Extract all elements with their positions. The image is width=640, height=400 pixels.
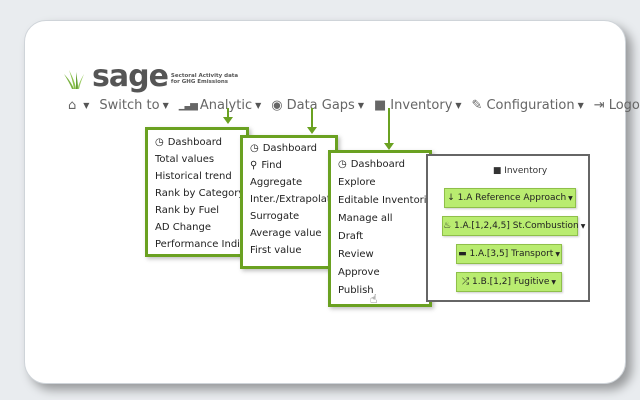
chevron-down-icon: ▼: [580, 223, 586, 230]
dashboard-icon: ◷: [155, 137, 164, 148]
datagaps-menu-inter-extrapolate[interactable]: Inter./Extrapolate: [250, 194, 337, 205]
nav-analytic[interactable]: ▁▃▅ Analytic ▼: [178, 98, 262, 113]
wrench-icon: ✎: [471, 98, 483, 113]
chevron-down-icon: ▼: [555, 251, 560, 258]
inventory-menu-draft[interactable]: Draft: [338, 231, 364, 242]
inventory-menu-manage-all[interactable]: Manage all: [338, 213, 393, 224]
datagaps-menu-surrogate[interactable]: Surrogate: [250, 211, 300, 222]
nav-logout[interactable]: ⇥ Logout: [593, 98, 640, 113]
eye-icon: ◉: [271, 98, 283, 113]
search-icon: ⚲: [250, 160, 258, 171]
logout-icon: ⇥: [593, 98, 605, 113]
chevron-down-icon: ▼: [255, 101, 262, 110]
inventory-dropdown: ◷Dashboard Explore Editable Inventories …: [328, 150, 438, 307]
main-navbar: ⌂ ▼ Switch to ▼ ▁▃▅ Analytic ▼ ◉ Data Ga…: [68, 98, 640, 113]
nav-switch-to[interactable]: Switch to ▼: [99, 98, 169, 113]
briefcase-icon: ■: [492, 166, 505, 176]
arrow-analytic-icon: [223, 108, 233, 124]
arrow-data-gaps-icon: [307, 108, 317, 134]
datagaps-menu-dashboard[interactable]: ◷Dashboard: [250, 143, 317, 154]
analytic-dropdown: ◷Dashboard Total values Historical trend…: [145, 127, 266, 257]
inventory-menu-explore[interactable]: Explore: [338, 177, 376, 188]
reference-approach-button[interactable]: ↓ 1.A Reference Approach▼: [444, 188, 576, 208]
datagaps-menu-aggregate[interactable]: Aggregate: [250, 177, 303, 188]
nav-home[interactable]: ⌂ ▼: [68, 98, 89, 113]
datagaps-menu-find[interactable]: ⚲Find: [250, 160, 282, 171]
home-icon: ⌂: [68, 98, 77, 113]
chevron-down-icon: ▼: [455, 101, 462, 110]
logo-wordmark: sage: [92, 59, 169, 94]
arrow-inventory-icon: [384, 108, 394, 150]
briefcase-icon: ■: [374, 98, 387, 113]
arrow-down-icon: ↓: [447, 193, 458, 203]
analytic-menu-historical-trend[interactable]: Historical trend: [155, 171, 232, 182]
data-gaps-dropdown: ◷Dashboard ⚲Find Aggregate Inter./Extrap…: [240, 135, 338, 269]
flame-icon: ♨: [443, 221, 454, 231]
bus-icon: ▬: [458, 249, 470, 259]
leaf-logo-icon: [64, 70, 84, 89]
analytic-menu-ad-change[interactable]: AD Change: [155, 222, 212, 233]
analytic-menu-performance-indicator[interactable]: Performance Indicator: [155, 239, 266, 250]
shuffle-icon: ⤮: [461, 277, 473, 287]
inventory-menu-editable-inventories[interactable]: Editable Inventories: [338, 195, 438, 206]
analytic-menu-total-values[interactable]: Total values: [155, 154, 215, 165]
nav-data-gaps[interactable]: ◉ Data Gaps ▼: [271, 98, 364, 113]
analytic-menu-rank-by-category[interactable]: Rank by Category: [155, 188, 245, 199]
inventory-panel-title: ■ Inventory: [492, 166, 548, 176]
inventory-menu-publish[interactable]: Publish: [338, 285, 374, 296]
chevron-down-icon: ▼: [357, 101, 364, 110]
chevron-down-icon: ▼: [577, 101, 584, 110]
nav-configuration[interactable]: ✎ Configuration ▼: [471, 98, 584, 113]
datagaps-menu-average-value[interactable]: Average value: [250, 228, 322, 239]
hand-cursor-icon: ☝: [370, 292, 378, 306]
chevron-down-icon: ▼: [162, 101, 169, 110]
inventory-menu-approve[interactable]: Approve: [338, 267, 380, 278]
chevron-down-icon: ▼: [83, 101, 90, 110]
inventory-panel: ■ Inventory ↓ 1.A Reference Approach▼ ♨ …: [426, 154, 590, 302]
chevron-down-icon: ▼: [568, 195, 573, 202]
sage-logo: sage Sectoral Activity data for GHG Emis…: [62, 59, 239, 94]
dashboard-icon: ◷: [338, 159, 347, 170]
fugitive-button[interactable]: ⤮ 1.B.[1,2] Fugitive▼: [456, 272, 562, 292]
dashboard-icon: ◷: [250, 143, 259, 154]
inventory-menu-dashboard[interactable]: ◷Dashboard: [338, 159, 405, 170]
analytic-menu-rank-by-fuel[interactable]: Rank by Fuel: [155, 205, 220, 216]
bar-chart-icon: ▁▃▅: [178, 100, 198, 111]
st-combustion-button[interactable]: ♨ 1.A.[1,2,4,5] St.Combustion▼: [442, 216, 585, 236]
chevron-down-icon: ▼: [551, 279, 556, 286]
transport-button[interactable]: ▬ 1.A.[3,5] Transport▼: [456, 244, 562, 264]
nav-inventory[interactable]: ■ Inventory ▼: [374, 98, 462, 113]
datagaps-menu-first-value[interactable]: First value: [250, 245, 302, 256]
inventory-menu-review[interactable]: Review: [338, 249, 374, 260]
analytic-menu-dashboard[interactable]: ◷Dashboard: [155, 137, 222, 148]
logo-subtitle: Sectoral Activity data for GHG Emissions: [170, 73, 239, 85]
